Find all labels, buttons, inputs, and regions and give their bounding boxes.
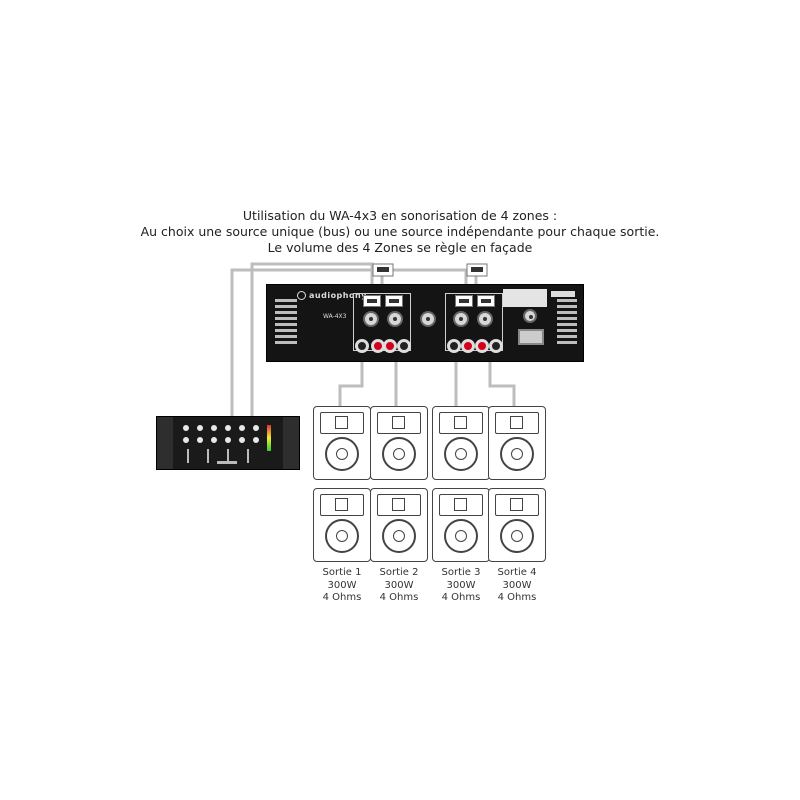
tweeter-horn <box>377 412 421 434</box>
amplifier-rear-panel: audiophony WA-4X3 <box>266 284 584 362</box>
left-vent <box>275 299 297 347</box>
tweeter-horn <box>320 494 364 516</box>
terminal-4-pos[interactable] <box>475 339 489 353</box>
xlr-input-1[interactable] <box>363 311 379 327</box>
brand-name: audiophony <box>309 291 367 300</box>
woofer <box>382 519 416 553</box>
tweeter-horn <box>495 412 539 434</box>
tweeter-horn <box>495 494 539 516</box>
brand-logo: audiophony <box>297 291 367 300</box>
output-impedance: 4 Ohms <box>379 592 419 603</box>
vu-meter <box>267 425 271 451</box>
tweeter-horn <box>320 412 364 434</box>
terminal-1-neg[interactable] <box>355 339 369 353</box>
channel-fader[interactable] <box>187 449 189 463</box>
speaker-2-bottom <box>370 488 428 562</box>
tweeter-horn <box>439 412 483 434</box>
power-inlet[interactable] <box>518 329 544 345</box>
output-name: Sortie 4 <box>497 567 537 578</box>
terminal-4-neg[interactable] <box>489 339 503 353</box>
crossfader[interactable] <box>217 461 237 464</box>
xlr-input-2[interactable] <box>387 311 403 327</box>
mixer-knob[interactable] <box>253 425 259 431</box>
woofer <box>444 437 478 471</box>
output-label-1: Sortie 1 300W 4 Ohms <box>310 567 374 605</box>
terminal-3-pos[interactable] <box>461 339 475 353</box>
wire-output-1 <box>338 358 364 410</box>
fuse-holder[interactable] <box>523 309 537 323</box>
channel-fader[interactable] <box>227 449 229 463</box>
output-name: Sortie 2 <box>379 567 419 578</box>
terminal-2-pos[interactable] <box>383 339 397 353</box>
output-name: Sortie 3 <box>441 567 481 578</box>
mixer-knob[interactable] <box>183 425 189 431</box>
woofer <box>444 519 478 553</box>
tweeter-horn <box>377 494 421 516</box>
speaker-4-bottom <box>488 488 546 562</box>
mixer-knob[interactable] <box>211 425 217 431</box>
speaker-3-bottom <box>432 488 490 562</box>
xlr-input-3[interactable] <box>453 311 469 327</box>
mode-switch-3[interactable] <box>455 295 473 307</box>
output-power: 300W <box>446 579 476 591</box>
xlr-link-out[interactable] <box>420 311 436 327</box>
woofer <box>325 519 359 553</box>
tweeter-horn <box>439 494 483 516</box>
speaker-4-top <box>488 406 546 480</box>
speaker-2-top <box>370 406 428 480</box>
mixer-knob[interactable] <box>197 425 203 431</box>
output-power: 300W <box>502 579 532 591</box>
channel-fader[interactable] <box>247 449 249 463</box>
mixer-knob[interactable] <box>197 437 203 443</box>
dj-mixer <box>156 416 300 470</box>
mixer-knob[interactable] <box>239 425 245 431</box>
output-impedance: 4 Ohms <box>441 592 481 603</box>
speaker-1-bottom <box>313 488 371 562</box>
speaker-3-top <box>432 406 490 480</box>
woofer <box>382 437 416 471</box>
channel-fader[interactable] <box>207 449 209 463</box>
speaker-1-top <box>313 406 371 480</box>
mode-switch-1[interactable] <box>363 295 381 307</box>
woofer <box>500 519 534 553</box>
mixer-knob[interactable] <box>183 437 189 443</box>
mixer-knob[interactable] <box>225 425 231 431</box>
mixer-rack-ear-right <box>283 417 299 469</box>
woofer <box>325 437 359 471</box>
output-impedance: 4 Ohms <box>497 592 537 603</box>
output-label-4: Sortie 4 300W 4 Ohms <box>485 567 549 605</box>
model-label: WA-4X3 <box>323 313 347 320</box>
wire-output-4 <box>488 358 516 410</box>
mode-switch-2[interactable] <box>385 295 403 307</box>
right-vent <box>557 299 577 347</box>
output-power: 300W <box>327 579 357 591</box>
mixer-knob[interactable] <box>225 437 231 443</box>
terminal-2-neg[interactable] <box>397 339 411 353</box>
mixer-knob[interactable] <box>253 437 259 443</box>
woofer <box>500 437 534 471</box>
input-plate-right <box>445 293 503 351</box>
mixer-knob[interactable] <box>239 437 245 443</box>
output-label-3: Sortie 3 300W 4 Ohms <box>429 567 493 605</box>
mixer-knob[interactable] <box>211 437 217 443</box>
output-label-2: Sortie 2 300W 4 Ohms <box>367 567 431 605</box>
output-power: 300W <box>384 579 414 591</box>
serial-label <box>551 291 575 297</box>
mode-switch-4[interactable] <box>477 295 495 307</box>
mixer-rack-ear-left <box>157 417 173 469</box>
xlr-input-4[interactable] <box>477 311 493 327</box>
caption-line-3: Le volume des 4 Zones se règle en façade <box>267 240 533 255</box>
output-name: Sortie 1 <box>322 567 362 578</box>
caption-line-2: Au choix une source unique (bus) ou une … <box>140 224 660 239</box>
warning-label <box>503 289 547 307</box>
caption-line-1: Utilisation du WA-4x3 en sonorisation de… <box>242 208 558 223</box>
wire-mixer-input-1 <box>250 262 374 418</box>
output-impedance: 4 Ohms <box>322 592 362 603</box>
terminal-3-neg[interactable] <box>447 339 461 353</box>
